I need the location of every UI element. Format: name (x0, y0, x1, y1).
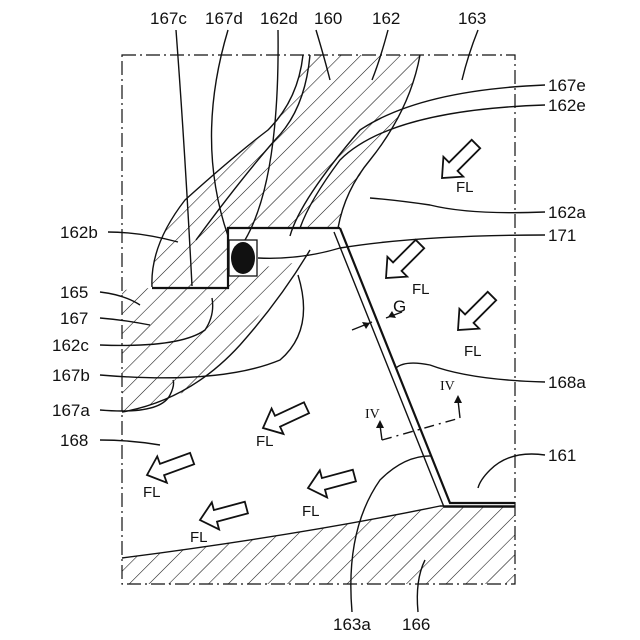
flow-label-2: FL (412, 281, 430, 298)
label-167a: 167a (52, 401, 90, 420)
flow-arrow-3 (448, 286, 502, 340)
label-162e: 162e (548, 96, 586, 115)
label-section-left: IV (365, 407, 380, 422)
label-160: 160 (314, 9, 342, 28)
flow-label-4: FL (256, 433, 274, 450)
section-arrowhead-right (454, 395, 462, 403)
label-162b: 162b (60, 223, 98, 242)
label-section-right: IV (440, 379, 455, 394)
label-163a: 163a (333, 615, 371, 634)
label-168: 168 (60, 431, 88, 450)
label-167d: 167d (205, 9, 243, 28)
label-167e: 167e (548, 76, 586, 95)
seal-171 (231, 242, 255, 274)
label-162: 162 (372, 9, 400, 28)
flow-arrow-6 (304, 462, 358, 501)
flow-label-7: FL (190, 529, 208, 546)
label-168a: 168a (548, 373, 586, 392)
label-167b: 167b (52, 366, 90, 385)
label-163: 163 (458, 9, 486, 28)
flow-arrow-5 (142, 445, 197, 488)
label-161: 161 (548, 446, 576, 465)
flow-arrow-7 (196, 494, 250, 533)
label-162d: 162d (260, 9, 298, 28)
region-162 (152, 55, 420, 288)
leader-168a (396, 363, 545, 382)
leader-161 (478, 454, 545, 488)
flow-label-6: FL (302, 503, 320, 520)
blade-168a-outer (340, 228, 515, 503)
label-gap: G (393, 297, 406, 316)
label-162a: 162a (548, 203, 586, 222)
blade-168a-inner (334, 232, 515, 507)
flow-label-3: FL (464, 343, 482, 360)
leader-168 (100, 440, 160, 445)
label-167c: 167c (150, 9, 187, 28)
label-167: 167 (60, 309, 88, 328)
flow-label-1: FL (456, 179, 474, 196)
label-171: 171 (548, 226, 576, 245)
flow-label-5: FL (143, 484, 161, 501)
leader-162a (370, 198, 545, 213)
label-165: 165 (60, 283, 88, 302)
label-166: 166 (402, 615, 430, 634)
label-162c: 162c (52, 336, 89, 355)
